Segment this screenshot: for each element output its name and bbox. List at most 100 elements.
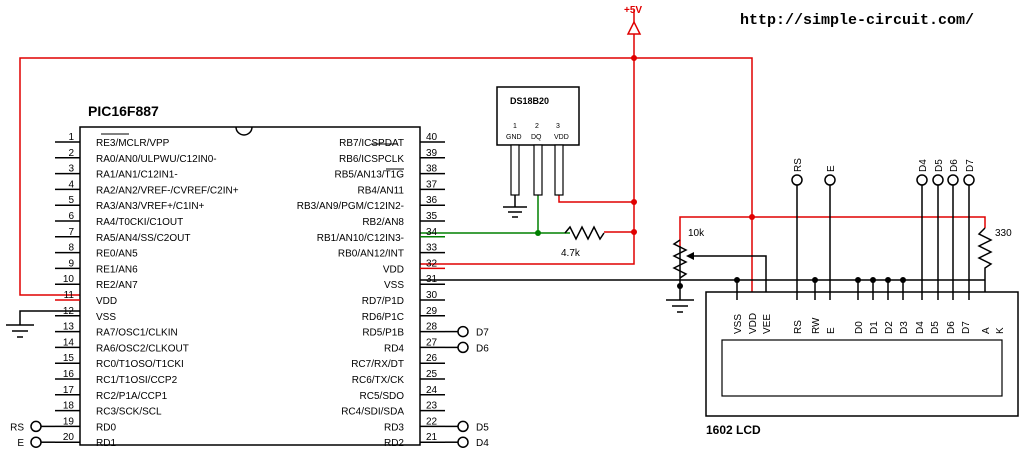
mcu-right-pins: 40RB7/ICSPDAT39RB6/ICSPCLK38RB5/AN13/T1G…	[297, 132, 445, 449]
mcu-pin-label: RB7/ICSPDAT	[339, 138, 404, 149]
net-terminal-icon	[916, 174, 928, 186]
mcu-pin-number: 2	[68, 148, 74, 159]
net-terminal-icon	[457, 420, 469, 433]
mcu-pin-label: RD7/P1D	[362, 296, 404, 307]
mcu-pin-label: RB6/ICSPCLK	[339, 154, 404, 165]
mcu-pin-number: 35	[426, 211, 438, 222]
mcu-pin-number: 6	[68, 211, 74, 222]
lcd-pin-label: RS	[793, 320, 804, 334]
mcu-pin-number: 32	[426, 258, 438, 269]
lcd-pin-label: D0	[854, 321, 865, 334]
mcu-pin-label: RB4/AN11	[357, 185, 404, 196]
mcu-pin-number: 29	[426, 306, 438, 317]
net-label: D7	[476, 328, 489, 339]
lcd-pin-label: E	[826, 327, 837, 334]
mcu-pin-number: 40	[426, 132, 438, 143]
mcu-pin-number: 33	[426, 243, 438, 254]
net-terminal-icon	[932, 174, 944, 186]
lcd-title: 1602 LCD	[706, 423, 761, 437]
net-label: D5	[934, 159, 945, 172]
pullup-resistor	[564, 225, 605, 241]
mcu-pin-label: VSS	[384, 280, 404, 291]
pot-ground-icon	[666, 299, 694, 313]
pot-label: 10k	[688, 228, 705, 239]
mcu-pin-number: 34	[426, 227, 438, 238]
mcu-pin-label: RA0/AN0/ULPWU/C12IN0-	[96, 154, 217, 165]
svg-text:3: 3	[556, 123, 560, 130]
mcu-pin-number: 21	[426, 432, 438, 443]
mcu-pin-number: 15	[63, 353, 75, 364]
mcu-pin-number: 7	[68, 227, 74, 238]
mcu-pin-label: RA4/T0CKI/C1OUT	[96, 217, 183, 228]
mcu-pin-number: 10	[63, 274, 75, 285]
lcd-pin-label: RW	[811, 317, 822, 334]
mcu-pin-number: 11	[64, 290, 75, 301]
net-terminal-icon	[457, 341, 469, 354]
mcu-title: PIC16F887	[88, 103, 159, 119]
lcd-pin-label: D1	[869, 321, 880, 334]
lcd-pin-label: A	[981, 327, 992, 334]
sensor-ground-icon	[503, 206, 527, 218]
mcu-pin-label: VDD	[96, 296, 117, 307]
mcu-pin-label: RD0	[96, 422, 116, 433]
mcu-pin-label: RC0/T1OSO/T1CKI	[96, 359, 184, 370]
mcu-pin-label: RC1/T1OSI/CCP2	[96, 375, 178, 386]
mcu-pin-label: RC4/SDI/SDA	[341, 407, 404, 418]
lcd-pin-label: D7	[961, 321, 972, 334]
mcu-pin-number: 5	[68, 195, 74, 206]
mcu-pin-number: 23	[426, 401, 438, 412]
mcu-pin-label: RA1/AN1/C12IN1-	[96, 170, 178, 181]
vdd-net	[19, 34, 986, 300]
net-terminal-icon	[947, 174, 959, 186]
lcd-pin-label: D2	[884, 321, 895, 334]
mcu-pin-label: RC2/P1A/CCP1	[96, 391, 168, 402]
svg-text:VDD: VDD	[554, 134, 569, 141]
lcd-pin-label: D6	[946, 321, 957, 334]
mcu-pin-label: RD4	[384, 343, 404, 354]
mcu-pin-label: RE2/AN7	[96, 280, 138, 291]
mcu-left-net-labels: RSE	[10, 420, 55, 449]
net-terminal-icon	[963, 174, 975, 186]
net-label: D6	[476, 343, 489, 354]
mcu-pin-number: 18	[63, 401, 75, 412]
mcu-ground-icon	[6, 324, 34, 338]
mcu-pin-label: RA2/AN2/VREF-/CVREF/C2IN+	[96, 185, 239, 196]
potentiometer	[672, 239, 688, 279]
net-terminal-icon	[30, 420, 42, 433]
mcu-pin-number: 38	[426, 164, 438, 175]
mcu-pin-number: 25	[426, 369, 438, 380]
mcu-pin-label: VDD	[383, 264, 404, 275]
mcu-pin-label: RC6/TX/CK	[352, 375, 405, 386]
mcu-pin-number: 22	[426, 416, 438, 427]
mcu-pin-number: 8	[68, 243, 74, 254]
svg-text:2: 2	[535, 123, 539, 130]
mcu-pin-label: RB2/AN8	[362, 217, 404, 228]
mcu-pin-label: RB1/AN10/C12IN3-	[317, 233, 404, 244]
mcu-pin-number: 19	[63, 416, 75, 427]
backlight-resistor-label: 330	[995, 228, 1012, 239]
net-label: E	[826, 165, 837, 172]
mcu-left-pins: 1RE3/MCLR/VPP2RA0/AN0/ULPWU/C12IN0-3RA1/…	[55, 132, 239, 449]
net-terminal-icon	[791, 174, 803, 186]
net-label: D6	[949, 159, 960, 172]
mcu-pin-label: RA6/OSC2/CLKOUT	[96, 343, 189, 354]
mcu-pin-number: 39	[426, 148, 438, 159]
mcu-pin-label: RD6/P1C	[362, 312, 404, 323]
mcu-pin-number: 14	[63, 337, 75, 348]
mcu-pin-number: 13	[63, 322, 75, 333]
mcu-pin-label: RA3/AN3/VREF+/C1IN+	[96, 201, 205, 212]
net-terminal-icon	[824, 174, 836, 186]
ds18b20-title: DS18B20	[510, 96, 549, 106]
lcd-screen	[721, 339, 1003, 397]
mcu-pin-label: RE0/AN5	[96, 249, 138, 260]
power-label: +5V	[624, 5, 642, 16]
mcu-pin-label: RB3/AN9/PGM/C12IN2-	[297, 201, 404, 212]
lcd-pin-label: D5	[930, 321, 941, 334]
mcu-pin-label: VSS	[96, 312, 116, 323]
lcd-pin-label: D4	[915, 321, 926, 334]
backlight-resistor	[977, 227, 993, 300]
lcd-pin-label: D3	[899, 321, 910, 334]
mcu-pin-label: RE3/MCLR/VPP	[96, 138, 170, 149]
